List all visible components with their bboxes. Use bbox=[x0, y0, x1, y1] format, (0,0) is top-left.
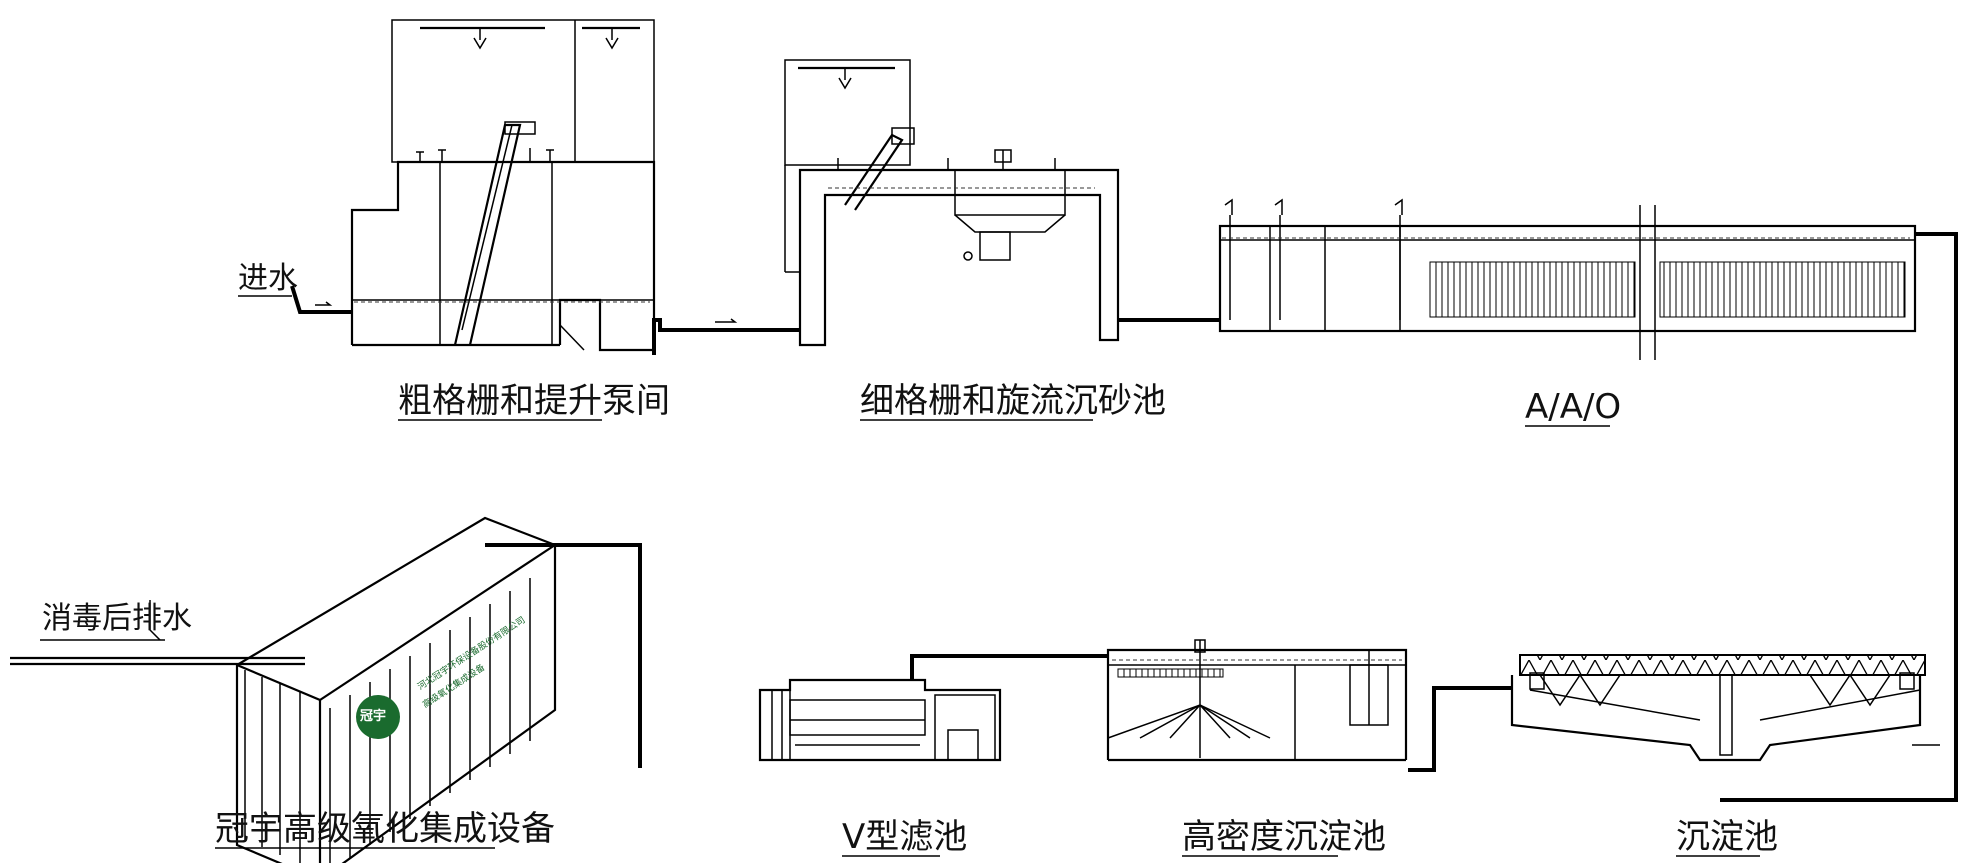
sedimentation-tank bbox=[1408, 654, 1940, 772]
stage-label-v-filter: V型滤池 bbox=[842, 817, 967, 857]
stage-label-aao: A/A/O bbox=[1525, 387, 1621, 427]
v-type-filter bbox=[485, 543, 1002, 768]
stage-label-fine-screen: 细格栅和旋流沉砂池 bbox=[860, 381, 1166, 421]
brand-logo-icon bbox=[356, 695, 400, 739]
fine-screen-grit-chamber bbox=[784, 59, 1220, 347]
inlet-label: 进水 bbox=[238, 261, 298, 296]
coarse-screen-pump-house bbox=[290, 19, 800, 355]
outlet-label: 消毒后排水 bbox=[42, 601, 192, 636]
stage-label-oxidation: 冠宇高级氧化集成设备 bbox=[215, 809, 555, 849]
stage-label-sedimentation: 沉淀池 bbox=[1676, 817, 1778, 857]
brand-name: 冠宇 bbox=[360, 708, 386, 724]
stage-label-high-density: 高密度沉淀池 bbox=[1182, 817, 1386, 857]
stage-label-coarse-screen: 粗格栅和提升泵间 bbox=[398, 381, 670, 421]
aao-tank bbox=[1218, 198, 1958, 802]
high-density-sedimentation bbox=[910, 639, 1408, 762]
